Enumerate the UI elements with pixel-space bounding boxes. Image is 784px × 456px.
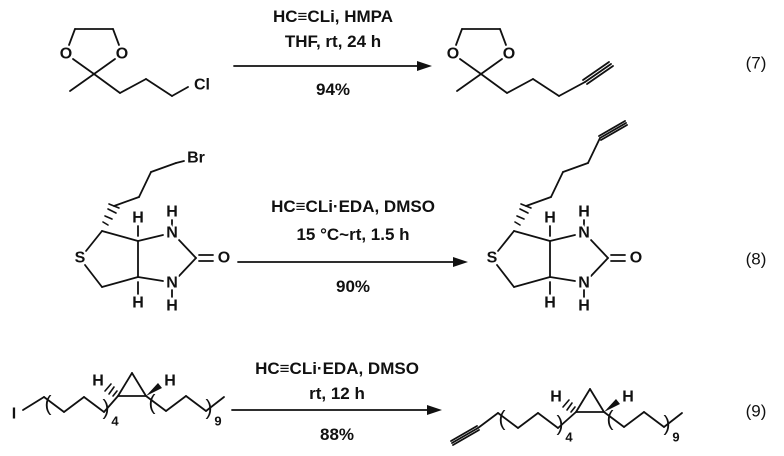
- triple-bond: [450, 425, 480, 446]
- reaction9-reactant-structure: I ( ) 4 ( ) 9: [10, 370, 225, 429]
- reaction9-conditions-line1: HC≡CLi·EDA, DMSO: [255, 359, 419, 378]
- dioxolane-product: [444, 27, 518, 93]
- reaction9-product-structure: ( ) 4 ( ) 9: [450, 386, 683, 446]
- chain-paren-close: ): [557, 413, 564, 436]
- reaction-7: Cl HC≡CLi, HMPA THF, rt, 24 h 94% (7): [57, 7, 767, 99]
- arrowhead: [427, 405, 442, 415]
- chain-paren-open: (: [149, 392, 156, 415]
- reaction8-yield: 90%: [336, 277, 370, 296]
- atom-label-chlorine: Cl: [194, 77, 210, 94]
- reaction7-yield: 94%: [316, 80, 350, 99]
- triple-bond: [598, 120, 628, 141]
- cyclopropane-product: [548, 386, 636, 414]
- reaction8-product-structure: [484, 120, 645, 317]
- equation-number-9: (9): [746, 402, 767, 421]
- stereo-hash-bond: [102, 203, 120, 226]
- reaction-8: Br HC≡CLi·EDA, DMSO 15 °C~rt, 1.5 h 90%: [72, 120, 767, 317]
- reaction9-yield: 88%: [320, 425, 354, 444]
- chain-repeat-subscript-4: 4: [111, 414, 119, 429]
- reaction7-conditions-line1: HC≡CLi, HMPA: [273, 7, 393, 26]
- reaction7-arrow-group: HC≡CLi, HMPA THF, rt, 24 h 94%: [233, 7, 432, 99]
- chain-repeat-subscript-9: 9: [672, 430, 679, 445]
- chain-repeat-subscript-4: 4: [565, 430, 573, 445]
- biotin-product: [484, 201, 645, 317]
- chain-paren-open: (: [45, 393, 52, 416]
- chain-repeat-subscript-9: 9: [214, 414, 221, 429]
- dioxolane-reactant: [57, 27, 131, 93]
- reaction8-reactant-structure: Br: [72, 148, 233, 317]
- reaction9-arrow-group: HC≡CLi·EDA, DMSO rt, 12 h 88%: [231, 359, 442, 444]
- reaction7-product-structure: [444, 27, 614, 97]
- chain-paren-close: ): [206, 397, 213, 420]
- chain-paren-close: ): [664, 413, 671, 436]
- equation-number-7: (7): [746, 54, 767, 73]
- equation-number-8: (8): [746, 250, 767, 269]
- biotin-reactant: [72, 201, 233, 317]
- reaction8-conditions-line1: HC≡CLi·EDA, DMSO: [271, 197, 435, 216]
- reaction8-arrow-group: HC≡CLi·EDA, DMSO 15 °C~rt, 1.5 h 90%: [237, 197, 468, 296]
- triple-bond: [582, 61, 614, 85]
- chain-paren-open: (: [607, 408, 614, 431]
- reaction7-conditions-line2: THF, rt, 24 h: [285, 32, 381, 51]
- chain-paren-close: ): [103, 397, 110, 420]
- arrowhead: [417, 61, 432, 71]
- reaction9-conditions-line2: rt, 12 h: [309, 384, 365, 403]
- reaction-9: I ( ) 4 ( ) 9 HC≡CLi·EDA, DMSO rt, 12 h …: [10, 359, 767, 446]
- atom-label-bromine: Br: [187, 150, 205, 167]
- reaction7-reactant-structure: Cl: [57, 27, 212, 97]
- atom-label-iodine: I: [12, 406, 16, 423]
- reaction8-conditions-line2: 15 °C~rt, 1.5 h: [296, 225, 409, 244]
- chain-paren-open: (: [499, 408, 506, 431]
- arrowhead: [453, 257, 468, 267]
- stereo-hash-bond: [514, 203, 532, 226]
- cyclopropane-reactant: [90, 370, 178, 398]
